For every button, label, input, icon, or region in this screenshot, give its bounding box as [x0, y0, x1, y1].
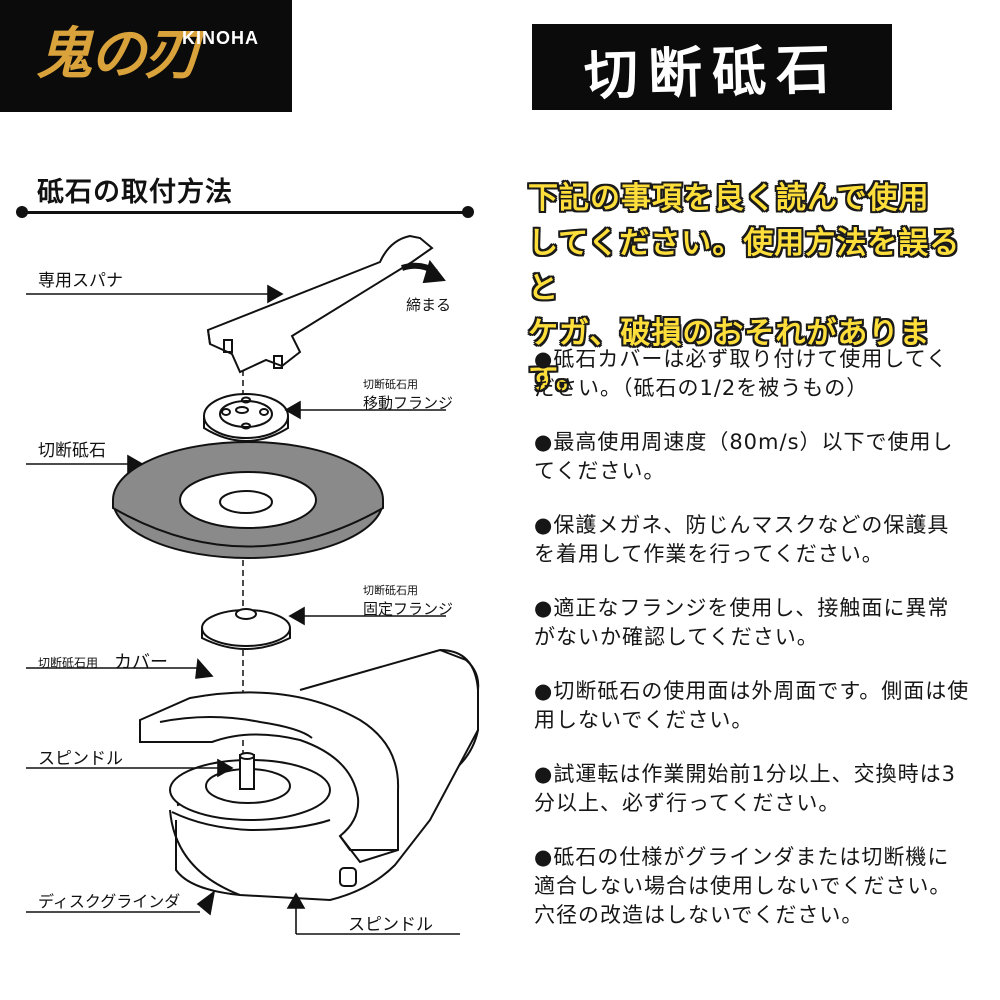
- product-title: 切断砥石: [583, 36, 841, 107]
- warning-line-3: ケガ、破損のおそれがあります。: [528, 316, 931, 396]
- grinder-lock-button: [339, 867, 357, 887]
- caution-note: ●砥石の仕様がグラインダまたは切断機に適合しない場合は使用しないでください。穴径…: [534, 845, 952, 927]
- assembly-diagram: 専用スパナ 締まる 切断砥石用 移動フランジ 切断砥石 切断砥石用 固定フランジ…: [0, 220, 500, 1000]
- label-moving-flange-small: 切断砥石用: [363, 378, 418, 391]
- label-wrench: 専用スパナ: [38, 271, 123, 291]
- label-grinder: ディスクグラインダ: [38, 892, 181, 911]
- assembly-illustration: [26, 234, 480, 935]
- caution-note: ●試運転は作業開始前1分以上、交換時は3分以上、必ず行ってください。: [534, 762, 957, 815]
- rule-dot-right: [462, 206, 474, 218]
- label-spindle-bottom: スピンドル: [348, 915, 433, 935]
- caution-note: ●最高使用周速度（80m/s）以下で使用してください。: [534, 430, 954, 483]
- label-cover: カバー: [114, 652, 168, 673]
- caution-note: ●切断砥石の使用面は外周面です。側面は使用しないでください。: [534, 679, 970, 732]
- cutting-wheel: [112, 441, 384, 559]
- label-fixed-flange: 固定フランジ: [363, 600, 454, 618]
- section-rule: [22, 211, 468, 214]
- warning-heading: 下記の事項を良く読んで使用 してください。使用方法を誤ると ケガ、破損のおそれが…: [528, 176, 988, 401]
- fixed-flange: [201, 608, 291, 650]
- label-moving-flange: 移動フランジ: [363, 394, 454, 412]
- warning-line-1: 下記の事項を良く読んで使用: [528, 181, 930, 216]
- caution-notes: ●砥石カバーは必ず取り付けて使用してください。（砥石の1/2を被うもの） ●最高…: [534, 345, 970, 955]
- logo-latin: KINOHA: [182, 28, 259, 48]
- label-cover-small: 切断砥石用: [38, 656, 99, 670]
- caution-note: ●砥石カバーは必ず取り付けて使用してください。（砥石の1/2を被うもの）: [534, 347, 949, 400]
- logo-kanji: 鬼の刃: [36, 21, 200, 87]
- spanner-wrench: [206, 234, 434, 374]
- label-fixed-flange-small: 切断砥石用: [363, 584, 418, 597]
- warning-line-2: してください。使用方法を誤ると: [528, 226, 961, 306]
- tighten-arrow-head: [422, 259, 446, 284]
- label-spindle-top: スピンドル: [38, 749, 123, 769]
- brand-logo: 鬼の刃 KINOHA: [0, 0, 292, 112]
- section-heading: 砥石の取付方法: [37, 177, 233, 208]
- product-title-banner: 切断砥石: [532, 24, 892, 110]
- caution-note: ●適正なフランジを使用し、接触面に異常がないか確認してください。: [534, 596, 950, 649]
- wheel-cover: [139, 691, 400, 864]
- label-tighten: 締まる: [406, 296, 452, 314]
- mounted-wheel: [169, 752, 331, 821]
- caution-note: ●保護メガネ、防じんマスクなどの保護具を着用して作業を行ってください。: [534, 513, 950, 566]
- label-cutting-wheel: 切断砥石: [38, 441, 106, 461]
- moving-flange: [203, 393, 289, 442]
